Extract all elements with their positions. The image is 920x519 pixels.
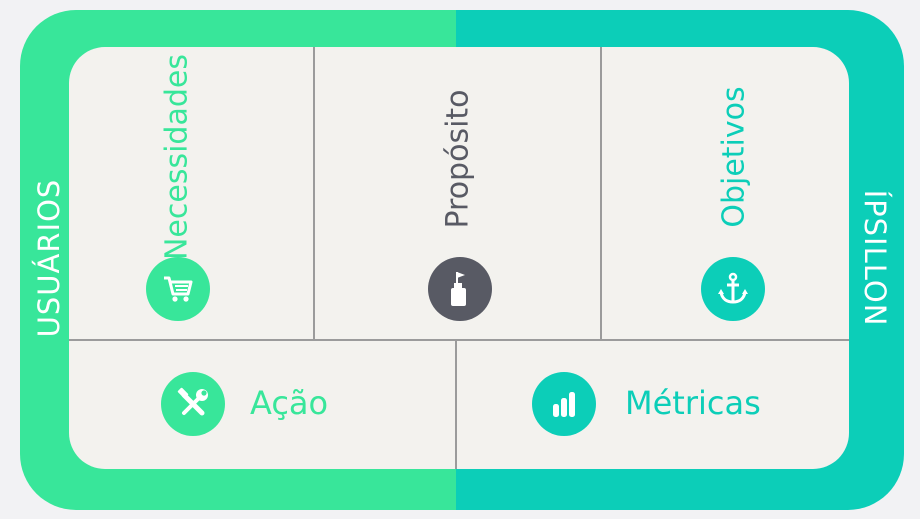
divider-vertical-3 — [455, 340, 457, 469]
usuarios-side-label: USUÁRIOS — [32, 178, 66, 338]
ipsillon-side-label: ÍPSILLON — [858, 189, 892, 327]
tools-icon — [177, 387, 208, 416]
metricas-label: Métricas — [625, 384, 761, 422]
necessidades-label: Necessidades — [159, 53, 195, 261]
divider-vertical-1 — [313, 47, 315, 340]
objetivos-label: Objetivos — [716, 86, 752, 228]
anchor-icon — [718, 272, 748, 304]
necessidades-icon-circle — [146, 257, 210, 321]
divider-horizontal — [69, 339, 849, 341]
flag-bottle-icon — [451, 272, 466, 306]
canvas-panel: Necessidades Propósito Objetivos — [69, 47, 849, 469]
acao-icon-circle — [161, 372, 225, 436]
proposito-icon-circle — [428, 257, 492, 321]
metricas-icon-circle — [532, 372, 596, 436]
proposito-label: Propósito — [440, 89, 476, 229]
acao-label: Ação — [250, 384, 329, 422]
bar-chart-icon — [553, 392, 575, 417]
divider-vertical-2 — [600, 47, 602, 340]
shopping-cart-icon — [164, 276, 193, 302]
objetivos-icon-circle — [701, 257, 765, 321]
